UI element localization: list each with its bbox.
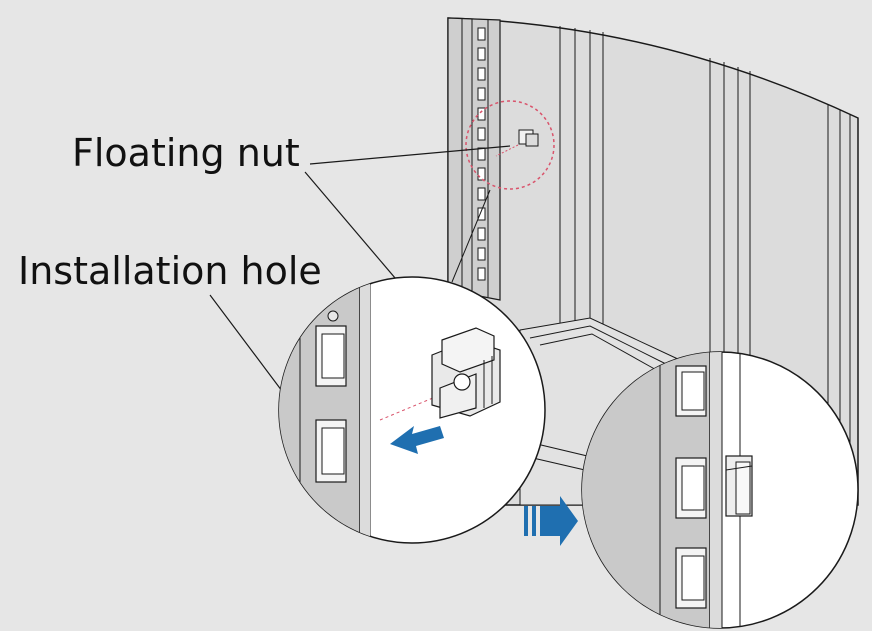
transition-arrow-icon — [524, 496, 578, 546]
floating-nut-small — [495, 129, 539, 157]
zoom-detail-right — [581, 351, 859, 629]
rail-holes — [477, 27, 486, 281]
floating-nut-large — [431, 327, 501, 419]
installation-hole-lower — [315, 419, 347, 483]
insert-arrow-icon — [390, 426, 444, 454]
highlight-circle — [465, 100, 555, 190]
floating-nut-installed — [725, 455, 753, 517]
zoom-detail-left — [278, 276, 546, 544]
leader-line-floating-nut — [309, 145, 511, 165]
floating-nut-label: Floating nut — [72, 131, 300, 175]
installation-hole-upper — [315, 325, 347, 387]
installation-hole-label: Installation hole — [18, 249, 322, 293]
